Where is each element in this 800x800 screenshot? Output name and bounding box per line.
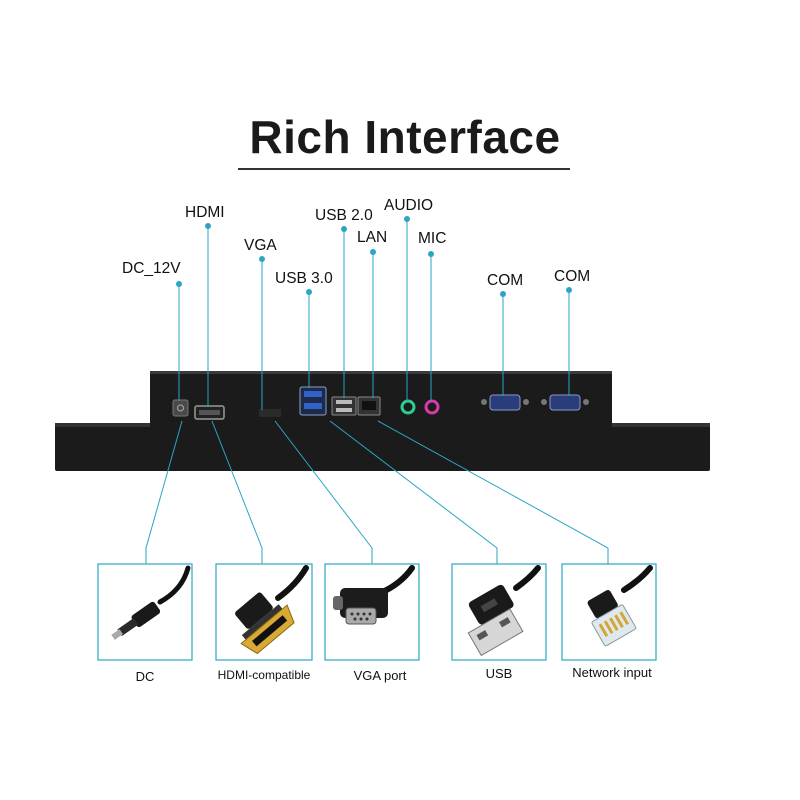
vga-plug-icon — [333, 565, 415, 625]
card-label-usb: USB — [485, 666, 513, 681]
usb-plug-icon — [467, 565, 541, 657]
label-lan: LAN — [357, 229, 388, 246]
device-port-housing — [150, 371, 612, 431]
vga-port-icon — [259, 409, 281, 417]
label-leader-lines — [178, 219, 570, 410]
card-dc — [97, 563, 193, 661]
rj45-plug-icon — [587, 565, 653, 647]
label-dc-12v: DC_12V — [122, 260, 181, 277]
card-network — [561, 563, 657, 661]
com-port-1-icon — [481, 394, 529, 411]
label-usb-2: USB 2.0 — [315, 207, 373, 224]
hdmi-port-icon — [194, 405, 225, 420]
card-vga — [324, 563, 420, 661]
mic-jack-icon — [424, 399, 440, 415]
usb2-port-icon — [331, 396, 357, 416]
lan-port-icon — [357, 396, 381, 416]
label-mic: MIC — [418, 230, 447, 247]
device-base — [55, 423, 710, 471]
dc-power-port-icon — [172, 399, 189, 417]
audio-jack-icon — [400, 399, 416, 415]
label-audio: AUDIO — [384, 197, 434, 214]
label-vga: VGA — [244, 237, 277, 254]
hdmi-plug-icon — [235, 565, 309, 655]
card-label-dc: DC — [135, 669, 155, 684]
card-label-network: Network input — [572, 665, 652, 680]
card-label-hdmi: HDMI-compatible — [217, 668, 311, 682]
device-back-panel — [55, 371, 710, 471]
label-hdmi: HDMI — [185, 204, 225, 221]
label-com-1: COM — [487, 272, 524, 289]
page-title: Rich Interface — [249, 111, 561, 163]
ports — [172, 386, 589, 420]
connector-cards — [97, 563, 657, 661]
card-hdmi — [215, 563, 313, 661]
usb3-port-icon — [299, 386, 327, 416]
dc-plug-icon — [111, 565, 191, 640]
label-usb-3: USB 3.0 — [275, 270, 333, 287]
label-com-2: COM — [554, 268, 591, 285]
card-usb — [451, 563, 547, 661]
card-label-vga: VGA port — [353, 668, 407, 683]
connector-lines — [145, 420, 609, 564]
title-underline — [238, 168, 570, 170]
com-port-2-icon — [541, 394, 589, 411]
